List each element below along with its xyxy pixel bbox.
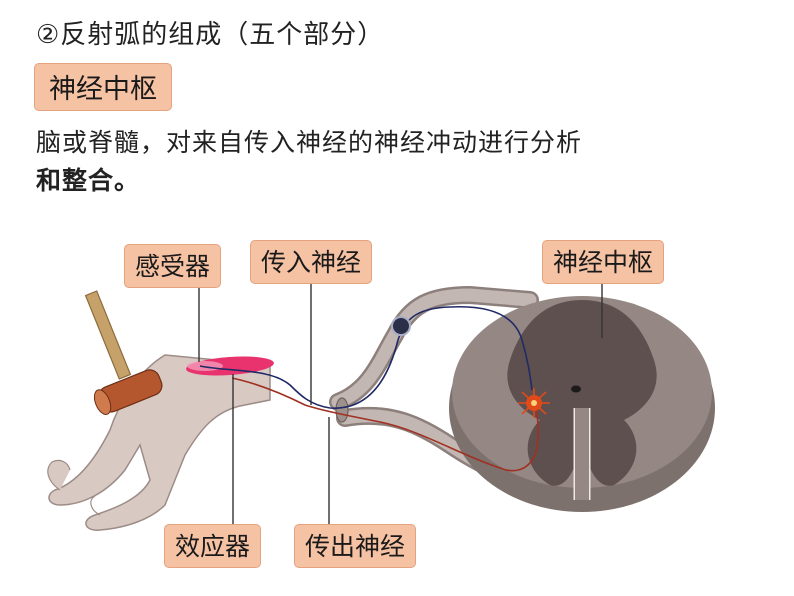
afferent-nerve-label: 传入神经 — [250, 240, 373, 284]
nerve-center-label: 神经中枢 — [542, 240, 665, 284]
efferent-nerve-label: 传出神经 — [294, 524, 417, 568]
topic-tag: 神经中枢 — [34, 63, 172, 111]
interneuron-cell-body — [518, 388, 550, 418]
reflex-hammer-icon — [84, 290, 163, 416]
nerve-fibers — [199, 305, 550, 472]
section-heading: ②反射弧的组成（五个部分） — [36, 20, 385, 50]
description-line-1: 脑或脊髓，对来自传入神经的神经冲动进行分析 — [36, 128, 583, 157]
leader-lines — [198, 283, 603, 527]
afferent-neuron-cell-body — [391, 316, 411, 336]
leg-illustration — [47, 354, 271, 531]
description: 脑或脊髓，对来自传入神经的神经冲动进行分析 和整合。 — [36, 124, 736, 200]
description-line-2: 和整合。 — [36, 166, 141, 195]
effector-label: 效应器 — [164, 524, 262, 568]
receptor-label: 感受器 — [124, 244, 222, 288]
spinal-cord-cross-section — [449, 296, 715, 512]
